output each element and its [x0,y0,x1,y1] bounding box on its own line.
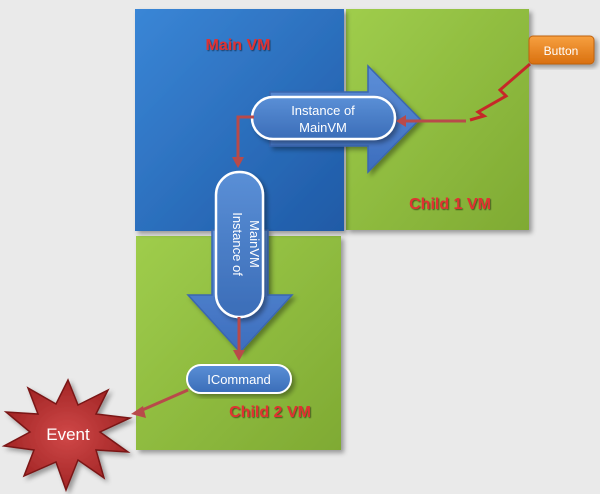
arrowhead-into-event [131,406,146,418]
connectors [131,62,531,418]
arrowhead-into-icommand [233,350,245,361]
pill-horizontal-line2: MainVM [299,120,347,135]
connector-icommand-to-event [139,388,189,413]
event-label: Event [46,425,90,444]
pill-horizontal-line1: Instance of [291,103,355,118]
instance-pill-horizontal: Instance of MainVM [250,95,397,141]
pill-vertical-line2: MainVM [247,220,262,268]
button-box[interactable]: Button [528,35,595,65]
event-starburst: Event [1,378,133,493]
main-vm-label: Main VM [206,37,271,54]
child1-vm-label: Child 1 VM [409,196,491,213]
lightning-bolt-icon [469,62,531,122]
arrowhead-into-vertical-pill [232,157,244,168]
icommand-pill: ICommand [186,364,292,394]
instance-pill-vertical: Instance of MainVM [214,170,265,319]
pill-vertical-line1: Instance of [230,212,245,276]
arrowhead-into-pill [396,115,406,127]
icommand-label: ICommand [207,372,271,387]
button-label: Button [544,44,579,58]
connector-pill-to-pill [236,115,254,160]
starburst-icon [1,378,133,493]
child2-vm-label: Child 2 VM [229,404,311,421]
